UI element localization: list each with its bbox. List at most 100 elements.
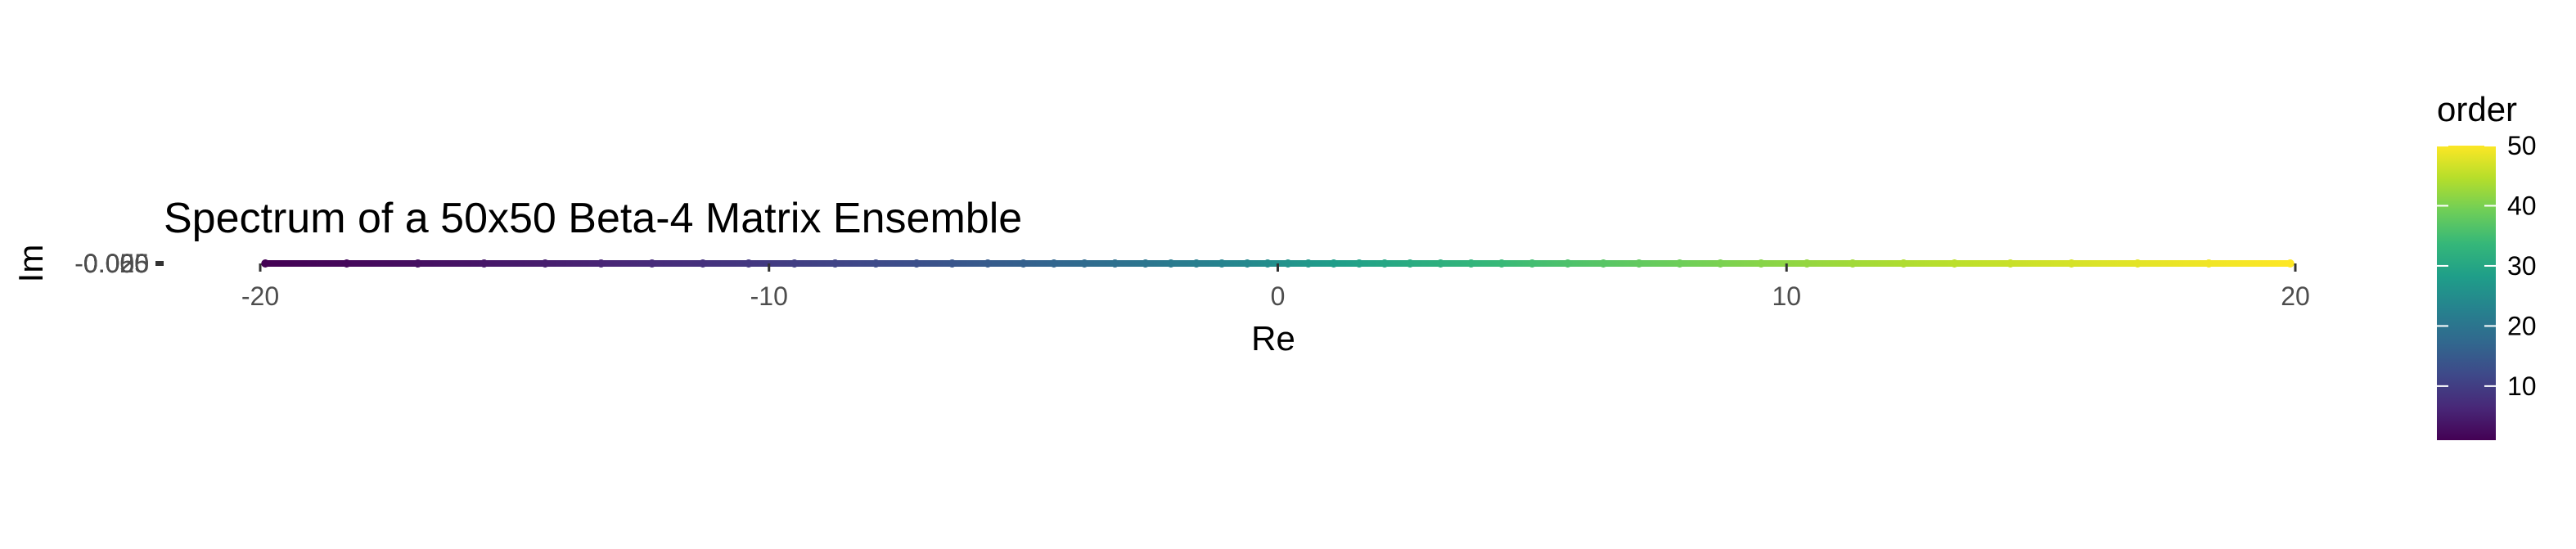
data-point: [1466, 259, 1475, 268]
data-point: [1634, 259, 1643, 268]
data-point: [2133, 259, 2142, 268]
y-tick-label: -0.050: [74, 249, 149, 278]
data-point: [2006, 259, 2015, 268]
spectrum-segment: [484, 260, 546, 267]
data-point: [1849, 259, 1858, 268]
y-tick-label: 0.025: [83, 249, 149, 278]
spectrum-segment: [1720, 260, 1762, 267]
spectrum-segment: [1954, 260, 2011, 267]
x-axis-title: Re: [1251, 319, 1295, 358]
spectrum-segment: [748, 260, 795, 267]
spectrum-segment: [1308, 260, 1335, 267]
data-point: [1049, 259, 1058, 268]
data-point: [1263, 259, 1272, 268]
spectrum-segment: [1358, 260, 1385, 267]
legend-tick-label: 20: [2507, 311, 2537, 340]
data-point: [1192, 259, 1201, 268]
data-point: [1716, 259, 1725, 268]
data-point: [1599, 259, 1608, 268]
data-point: [1141, 259, 1150, 268]
data-point: [1950, 259, 1959, 268]
spectrum-segment: [417, 260, 485, 267]
data-point: [1166, 259, 1175, 268]
data-point: [2204, 259, 2213, 268]
data-point: [1380, 259, 1389, 268]
spectrum-segment: [1115, 260, 1146, 267]
data-point: [2286, 259, 2295, 268]
data-point: [1354, 259, 1363, 268]
x-axis: -20 -10 0 10 20: [241, 263, 2310, 311]
data-point: [1563, 259, 1572, 268]
legend-tick-label: 30: [2507, 251, 2537, 281]
data-point: [1406, 259, 1415, 268]
spectrum-segment: [1084, 260, 1116, 267]
data-point: [831, 259, 840, 268]
legend-colorbar: [2437, 146, 2496, 440]
x-tick-label: 20: [2281, 281, 2310, 311]
spectrum-segment: [1247, 260, 1268, 267]
data-point: [1218, 259, 1227, 268]
data-point: [1283, 259, 1292, 268]
data-point: [1329, 259, 1338, 268]
spectrum-segment: [1761, 260, 1808, 267]
data-point: [1304, 259, 1313, 268]
spectrum-segment: [651, 260, 704, 267]
data-point: [261, 259, 270, 268]
spectrum-segment: [2137, 260, 2209, 267]
data-point: [790, 259, 799, 268]
spectrum-segment: [346, 260, 419, 267]
data-point: [1019, 259, 1028, 268]
spectrum-segment: [794, 260, 836, 267]
data-point: [1110, 259, 1119, 268]
chart-title: Spectrum of a 50x50 Beta-4 Matrix Ensemb…: [164, 195, 1022, 242]
spectrum-segment: [601, 260, 653, 267]
spectrum-segment: [1053, 260, 1085, 267]
spectrum-segment: [1287, 260, 1309, 267]
spectrum-segment: [2010, 260, 2072, 267]
spectrum-segment: [702, 260, 750, 267]
spectrum-segment: [1333, 260, 1360, 267]
y-tick-label: -0.025: [74, 249, 149, 278]
data-point: [1757, 259, 1766, 268]
data-point: [2067, 259, 2076, 268]
spectrum-segment: [1502, 260, 1533, 267]
spectrum-segment: [1410, 260, 1441, 267]
legend-tick-label: 10: [2507, 371, 2537, 401]
spectrum-segment: [876, 260, 917, 267]
data-point: [597, 259, 606, 268]
data-point: [1803, 259, 1812, 268]
x-tick-label: -20: [241, 281, 279, 311]
spectrum-segment: [1853, 260, 1904, 267]
data-point: [1528, 259, 1537, 268]
spectrum-segment: [1440, 260, 1472, 267]
data-point: [342, 259, 351, 268]
spectrum-segment: [1807, 260, 1853, 267]
data-point: [541, 259, 550, 268]
data-point: [1497, 259, 1506, 268]
legend-tick-label: 40: [2507, 191, 2537, 220]
data-point: [647, 259, 656, 268]
x-tick-label: 0: [1271, 281, 1286, 311]
spectrum-segment: [1145, 260, 1172, 267]
spectrum-segment: [988, 260, 1025, 267]
x-tick-label: -10: [750, 281, 788, 311]
spectrum-segment: [1638, 260, 1681, 267]
spectrum-segment: [1567, 260, 1604, 267]
y-tick-label: 0.050: [83, 249, 149, 278]
data-point: [1243, 259, 1252, 268]
legend-title: order: [2437, 90, 2517, 128]
spectrum-segment: [545, 260, 602, 267]
data-point: [984, 259, 993, 268]
spectrum-segment: [835, 260, 876, 267]
spectrum-segment: [1196, 260, 1223, 267]
spectrum-segment: [1385, 260, 1411, 267]
spectrum-segment: [1532, 260, 1569, 267]
x-tick-label: 10: [1772, 281, 1801, 311]
data-point: [871, 259, 880, 268]
spectrum-segment: [952, 260, 989, 267]
data-point: [480, 259, 489, 268]
spectrum-segment: [265, 260, 348, 267]
